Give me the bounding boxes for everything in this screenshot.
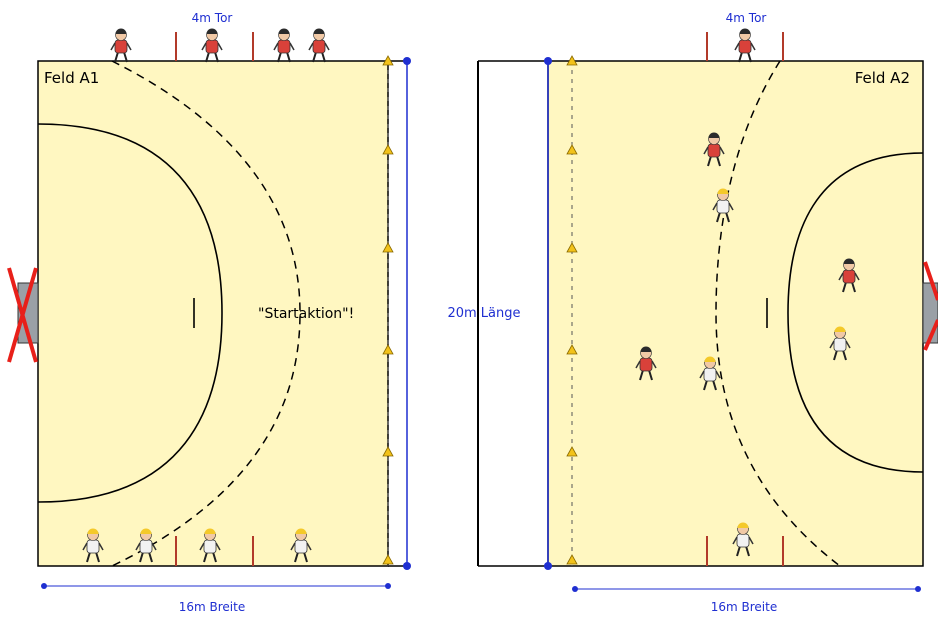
goal-area-line-a1: [37, 123, 223, 503]
players: [82, 28, 860, 563]
player-red: [308, 28, 330, 63]
width-dot-left-end: [385, 583, 391, 589]
player-red: [703, 132, 725, 167]
width-dot-right-start: [572, 586, 578, 592]
player-red: [110, 28, 132, 63]
player-white: [829, 326, 851, 361]
player-white: [199, 528, 221, 563]
start-action-label: "Startaktion"!: [258, 306, 354, 322]
cones: [382, 55, 578, 565]
cone: [382, 344, 394, 355]
width-dot-right-end: [915, 586, 921, 592]
player-red: [838, 258, 860, 293]
field-label-a2: Feld A2: [855, 69, 910, 87]
cone: [382, 55, 394, 66]
cone: [566, 144, 578, 155]
cone: [382, 446, 394, 457]
player-red: [635, 346, 657, 381]
goal-area-line-a2: [787, 152, 924, 473]
court-a1: [37, 60, 389, 567]
cone: [382, 554, 394, 565]
goal-label-right: 4m Tor: [726, 11, 767, 25]
crossed-goal-left: [7, 267, 39, 363]
player-white: [699, 356, 721, 391]
cone: [382, 144, 394, 155]
player-white: [712, 188, 734, 223]
cone: [566, 344, 578, 355]
width-label-left: 16m Breite: [179, 600, 245, 614]
player-white: [732, 522, 754, 557]
cone: [566, 55, 578, 66]
cone: [566, 242, 578, 253]
player-red: [734, 28, 756, 63]
crossed-goal-right: [922, 261, 938, 351]
length-label: 20m Länge: [447, 306, 520, 321]
player-white: [82, 528, 104, 563]
player-white: [290, 528, 312, 563]
player-red: [201, 28, 223, 63]
zone-dots: [403, 57, 552, 570]
court-a2: [547, 60, 924, 567]
width-dot-left-start: [41, 583, 47, 589]
player-red: [273, 28, 295, 63]
width-label-right: 16m Breite: [711, 600, 777, 614]
cone: [382, 242, 394, 253]
free-throw-line-a2: [715, 60, 841, 567]
field-label-a1: Feld A1: [44, 69, 99, 87]
player-white: [135, 528, 157, 563]
goal-label-left: 4m Tor: [192, 11, 233, 25]
cone: [566, 554, 578, 565]
cone: [566, 446, 578, 457]
goal-posts: [175, 32, 784, 566]
